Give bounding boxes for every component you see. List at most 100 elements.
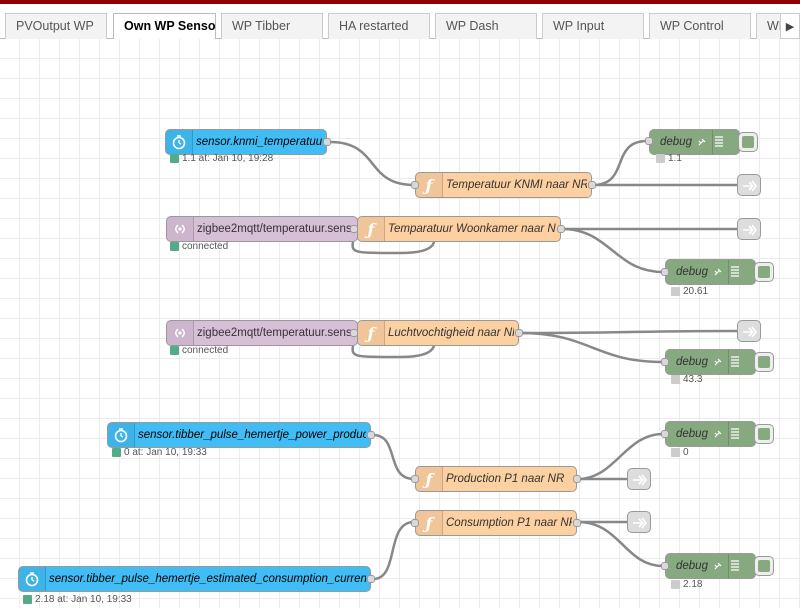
mqtt-in-node-temperature[interactable]: zigbee2mqtt/temperatuur.sensor.wo: [166, 216, 358, 242]
debug-toggle-button[interactable]: [754, 262, 774, 282]
bug-icon: [714, 430, 722, 438]
node-status: 1.1: [656, 153, 682, 164]
node-status: 2.18: [671, 579, 702, 590]
debug-node-production[interactable]: debug: [665, 421, 756, 447]
node-status: connected: [170, 241, 228, 252]
output-port[interactable]: [588, 181, 596, 189]
node-status: 0 at: Jan 10, 19:33: [112, 447, 207, 458]
tab-pvoutput-wp[interactable]: PVOutput WP: [5, 13, 107, 39]
node-label: Luchtvochtigheid naar NR: [388, 327, 514, 339]
ha-sensor-node-production[interactable]: sensor.tibber_pulse_hemertje_power_produ…: [107, 422, 371, 448]
input-port[interactable]: [661, 358, 669, 366]
menu-lines-icon: [728, 350, 741, 374]
function-icon: ƒ: [416, 173, 443, 197]
node-label: debug: [676, 356, 708, 368]
link-out-node[interactable]: [627, 511, 651, 533]
node-label: debug: [676, 266, 708, 278]
node-label: zigbee2mqtt/temperatuur.sensor.wo: [197, 327, 355, 339]
tab-scroll-right-button[interactable]: ▶: [780, 13, 800, 39]
node-status: 2.18 at: Jan 10, 19:33: [23, 594, 132, 605]
node-label: debug: [676, 560, 708, 572]
function-icon: ƒ: [416, 511, 443, 535]
input-port[interactable]: [411, 519, 419, 527]
node-label: Consumption P1 naar NR: [446, 517, 572, 529]
link-out-node[interactable]: [627, 468, 651, 490]
function-icon: ƒ: [358, 321, 385, 345]
debug-node-humidity[interactable]: debug: [665, 349, 756, 375]
node-label: Temperatuur KNMI naar NR: [446, 179, 587, 191]
node-label: debug: [676, 428, 708, 440]
bug-icon: [714, 562, 722, 570]
node-label: debug: [660, 136, 692, 148]
output-port[interactable]: [515, 329, 523, 337]
tab-wp-input[interactable]: WP Input: [542, 13, 644, 39]
stopwatch-icon: [19, 567, 46, 591]
input-port[interactable]: [411, 475, 419, 483]
stopwatch-icon: [108, 423, 135, 447]
link-out-icon: [633, 517, 647, 529]
tab-wp-control[interactable]: WP Control: [649, 13, 751, 39]
link-out-icon: [743, 326, 757, 338]
input-port[interactable]: [411, 181, 419, 189]
menu-lines-icon: [728, 260, 741, 284]
function-node-production[interactable]: ƒ Production P1 naar NR: [415, 466, 577, 492]
menu-lines-icon: [728, 422, 741, 446]
node-status: 43.3: [671, 374, 702, 385]
debug-node-knmi[interactable]: debug: [649, 129, 740, 155]
output-port[interactable]: [573, 475, 581, 483]
node-label: zigbee2mqtt/temperatuur.sensor.wo: [197, 223, 355, 235]
menu-lines-icon: [712, 130, 725, 154]
node-status: 20.61: [671, 286, 708, 297]
link-out-node[interactable]: [737, 320, 761, 342]
bridge-icon: [167, 217, 194, 241]
link-out-icon: [743, 224, 757, 236]
function-node-humidity[interactable]: ƒ Luchtvochtigheid naar NR: [357, 320, 519, 346]
bug-icon: [714, 268, 722, 276]
debug-toggle-button[interactable]: [754, 352, 774, 372]
debug-node-consumption[interactable]: debug: [665, 553, 756, 579]
output-port[interactable]: [367, 431, 375, 439]
input-port[interactable]: [661, 430, 669, 438]
output-port[interactable]: [323, 138, 331, 146]
function-icon: ƒ: [416, 467, 443, 491]
input-port[interactable]: [661, 562, 669, 570]
menu-lines-icon: [728, 554, 741, 578]
link-out-icon: [743, 180, 757, 192]
node-label: sensor.knmi_temperatuur: [196, 136, 322, 148]
input-port[interactable]: [645, 137, 653, 145]
node-label: sensor.tibber_pulse_hemertje_power_produ…: [138, 429, 366, 441]
function-node-temperature[interactable]: ƒ Temparatuur Woonkamer naar NR: [357, 216, 561, 242]
output-port[interactable]: [367, 575, 375, 583]
tab-wp-dash[interactable]: WP Dash: [435, 13, 537, 39]
function-node-consumption[interactable]: ƒ Consumption P1 naar NR: [415, 510, 577, 536]
node-label: sensor.tibber_pulse_hemertje_estimated_c…: [49, 573, 366, 585]
output-port[interactable]: [573, 519, 581, 527]
ha-sensor-node-knmi[interactable]: sensor.knmi_temperatuur: [165, 129, 327, 155]
debug-toggle-button[interactable]: [754, 556, 774, 576]
bug-icon: [698, 138, 706, 146]
node-status: connected: [170, 345, 228, 356]
node-label: Temparatuur Woonkamer naar NR: [388, 223, 556, 235]
tab-own-wp-sensors[interactable]: Own WP Sensors: [113, 13, 216, 40]
link-out-icon: [633, 474, 647, 486]
stopwatch-icon: [166, 130, 193, 154]
ha-sensor-node-consumption[interactable]: sensor.tibber_pulse_hemertje_estimated_c…: [18, 566, 371, 592]
debug-node-temperature[interactable]: debug: [665, 259, 756, 285]
output-port[interactable]: [557, 225, 565, 233]
tab-wp-tibber[interactable]: WP Tibber: [221, 13, 323, 39]
workspace-tabs: PVOutput WP Own WP Sensors WP Tibber HA …: [0, 4, 800, 40]
node-label: Production P1 naar NR: [446, 473, 565, 485]
node-status: 0: [671, 447, 689, 458]
debug-toggle-button[interactable]: [754, 424, 774, 444]
input-port[interactable]: [661, 268, 669, 276]
mqtt-in-node-humidity[interactable]: zigbee2mqtt/temperatuur.sensor.wo: [166, 320, 358, 346]
link-out-node[interactable]: [737, 218, 761, 240]
debug-toggle-button[interactable]: [738, 132, 758, 152]
link-out-node[interactable]: [737, 174, 761, 196]
tab-ha-restarted[interactable]: HA restarted: [328, 13, 430, 39]
header-bar: [0, 0, 800, 4]
bridge-icon: [167, 321, 194, 345]
function-icon: ƒ: [358, 217, 385, 241]
node-status: 1.1 at: Jan 10, 19:28: [170, 153, 273, 164]
function-node-knmi[interactable]: ƒ Temperatuur KNMI naar NR: [415, 172, 592, 198]
